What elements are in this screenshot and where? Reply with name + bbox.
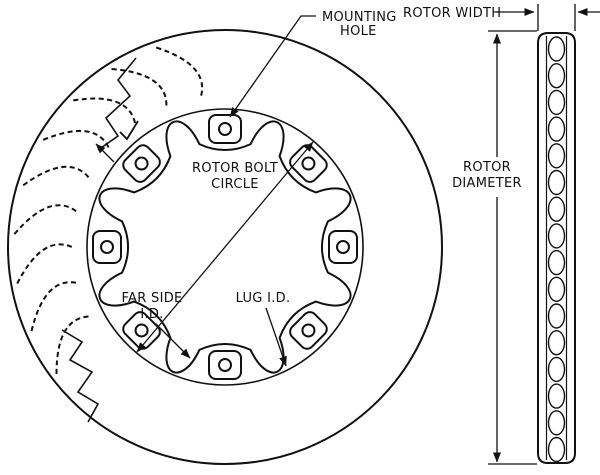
vane: [547, 356, 566, 383]
far-side-id-label-line2: I.D.: [140, 307, 163, 322]
rotor-bolt-circle-label-line1: ROTOR BOLT: [192, 161, 278, 176]
mounting-pad: [208, 350, 242, 380]
vane: [547, 249, 566, 276]
vent-slots: [13, 46, 204, 375]
vane: [547, 223, 566, 249]
mounting-hole-label-line1: MOUNTING: [322, 10, 397, 25]
leader-lines: [95, 15, 316, 367]
rotor-diameter-label-line1: ROTOR: [463, 160, 511, 175]
mounting-pad: [328, 230, 358, 264]
mounting-hole: [134, 156, 149, 171]
labels: MOUNTING HOLE ROTOR BOLT CIRCLE FAR SIDE…: [121, 6, 521, 322]
vane: [547, 383, 566, 409]
vane: [547, 276, 566, 302]
vane: [547, 116, 566, 142]
vent-slot: [155, 46, 204, 97]
mounting-pad: [92, 230, 122, 264]
vent-slot: [55, 315, 89, 375]
bolt-circle-diameter-line: [136, 141, 314, 353]
vane: [547, 89, 566, 116]
mounting-hole: [218, 358, 232, 372]
break-line-top-left: [97, 57, 137, 151]
mounting-hole: [218, 122, 232, 136]
rotor-bolt-circle-label-line2: CIRCLE: [211, 177, 259, 192]
vane: [547, 330, 566, 356]
check-mark: [119, 120, 139, 141]
vane-column: [547, 36, 566, 463]
mounting-hole-leader: [229, 15, 316, 118]
mounting-hole-label-line2: HOLE: [340, 24, 377, 39]
far-side-id-label-line1: FAR SIDE: [121, 291, 182, 306]
mounting-hole: [336, 240, 350, 254]
rotor-width-label: ROTOR WIDTH: [403, 6, 501, 21]
lug-id-label: LUG I.D.: [236, 291, 291, 306]
vent-slot: [22, 165, 90, 187]
rotor-outer-edge: [7, 29, 443, 465]
far-side-id-leader: [155, 323, 191, 359]
vane: [547, 36, 566, 62]
vent-slot: [42, 129, 110, 149]
mounting-hole: [301, 323, 316, 338]
vane: [547, 196, 566, 222]
rotor-diameter-label-line2: DIAMETER: [452, 176, 522, 191]
rotor-side-view: [537, 32, 576, 464]
mounting-pad-plate: [208, 114, 242, 144]
vent-slot: [13, 204, 77, 235]
mounting-pad-plate: [92, 230, 122, 264]
vent-slot: [111, 68, 168, 106]
mounting-hole: [100, 240, 114, 254]
mounting-hole: [301, 156, 316, 171]
vent-slot: [73, 97, 137, 124]
dimension-lines: [488, 4, 600, 465]
mounting-pad: [208, 114, 242, 144]
vane: [547, 303, 566, 329]
vane: [547, 410, 566, 436]
vane: [547, 62, 566, 89]
mounting-pad-plate: [328, 230, 358, 264]
break-line-bottom-left: [61, 329, 100, 423]
vane: [547, 169, 566, 196]
vent-slot: [16, 243, 73, 285]
lug-id-leader: [265, 307, 287, 367]
vent-direction-arrow: [95, 143, 115, 163]
vent-slot: [30, 281, 77, 332]
mounting-pad-plate: [208, 350, 242, 380]
vane: [547, 143, 566, 169]
rotor-inner-circle: [86, 108, 364, 386]
mounting-hole: [134, 323, 149, 338]
side-view-outline: [537, 32, 576, 464]
vane: [547, 436, 566, 463]
